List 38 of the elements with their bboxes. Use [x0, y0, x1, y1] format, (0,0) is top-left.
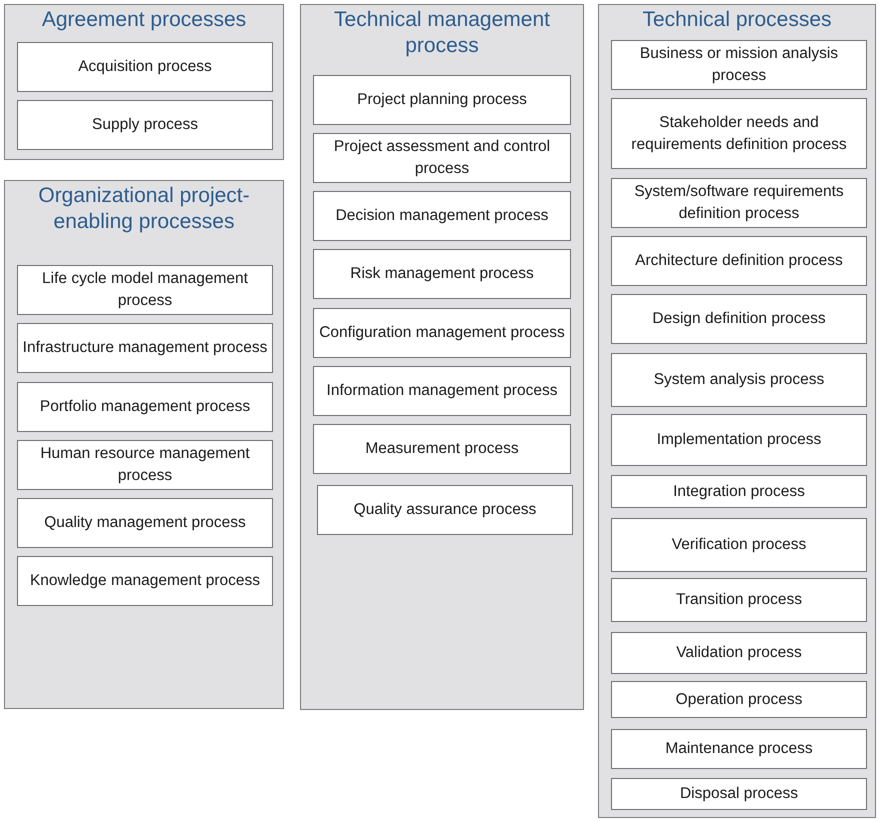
- process-box: Disposal process: [611, 778, 867, 810]
- process-box: System/software requirements definition process: [611, 178, 867, 228]
- group-title: Agreement processes: [40, 7, 248, 33]
- process-box: Integration process: [611, 475, 867, 508]
- process-box: Human resource management process: [17, 440, 273, 490]
- process-box: Infrastructure management process: [17, 323, 273, 373]
- process-box: Validation process: [611, 632, 867, 674]
- group-panel: [4, 4, 284, 160]
- process-box: Decision management process: [313, 191, 571, 241]
- group-title: Technical management process: [333, 7, 551, 59]
- process-box: Quality assurance process: [317, 485, 573, 535]
- group-panel: [4, 180, 284, 709]
- process-box: Verification process: [611, 518, 867, 572]
- process-box: Quality management process: [17, 498, 273, 548]
- process-box: Project planning process: [313, 75, 571, 125]
- group-panel: [598, 4, 876, 818]
- process-box: Business or mission analysis process: [611, 40, 867, 90]
- process-box: Risk management process: [313, 249, 571, 299]
- group-title: Organizational project-enabling processes: [37, 183, 251, 235]
- process-box: Portfolio management process: [17, 382, 273, 432]
- group-title: Technical processes: [641, 7, 833, 33]
- process-box: System analysis process: [611, 353, 867, 407]
- process-box: Supply process: [17, 100, 273, 150]
- process-box: Design definition process: [611, 294, 867, 344]
- process-box: Transition process: [611, 578, 867, 622]
- process-box: Acquisition process: [17, 42, 273, 92]
- process-box: Architecture definition process: [611, 236, 867, 286]
- process-box: Implementation process: [611, 414, 867, 466]
- process-box: Operation process: [611, 681, 867, 718]
- process-box: Stakeholder needs and requirements definition process: [611, 98, 867, 169]
- process-box: Information management process: [313, 366, 571, 416]
- process-box: Measurement process: [313, 424, 571, 474]
- process-box: Project assessment and control process: [313, 133, 571, 183]
- process-box: Maintenance process: [611, 729, 867, 769]
- group-panel: [300, 4, 584, 710]
- process-box: Knowledge management process: [17, 556, 273, 606]
- process-box: Life cycle model management process: [17, 265, 273, 315]
- process-box: Configuration management process: [313, 308, 571, 358]
